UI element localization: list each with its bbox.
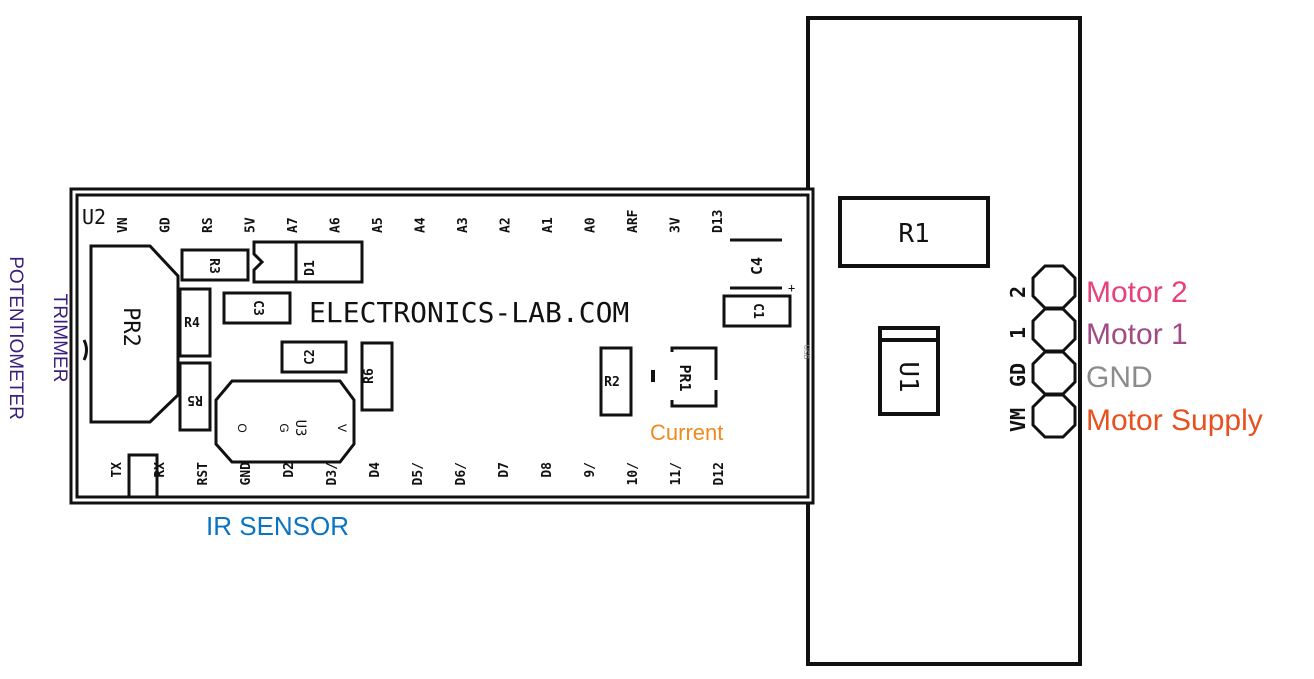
top-pin-label-5: A6 [329, 217, 344, 233]
top-pin-label-4: A7 [286, 217, 301, 233]
c2-footprint [280, 340, 348, 374]
tx-rx-pad [127, 453, 159, 499]
header-pad-motor1 [1031, 307, 1077, 353]
c4-label: C4 [748, 257, 766, 275]
top-pin-label-0: VN [116, 217, 131, 233]
u3-footprint [214, 379, 356, 464]
r1-footprint [838, 196, 990, 268]
bottom-pin-label-10: D8 [540, 462, 555, 478]
r5-footprint [178, 361, 212, 432]
bottom-pin-label-4: D2 [282, 462, 297, 478]
c3-label: C3 [250, 300, 265, 316]
top-pin-label-8: A3 [456, 217, 471, 233]
pr2-label: PR2 [118, 307, 143, 347]
bottom-pin-label-12: 10/ [626, 462, 641, 486]
header-pad-gnd [1031, 350, 1077, 396]
top-pin-label-7: A4 [414, 217, 429, 233]
d1-label: D1 [303, 260, 318, 276]
u3-label: U3 [292, 420, 308, 437]
bottom-pin-label-1: RX [153, 462, 168, 478]
r5-label: R5 [187, 392, 203, 407]
header-pin-1-label: 1 [1006, 327, 1030, 339]
u3-pin-o: O [235, 423, 249, 432]
c4-plus-sign: + [788, 281, 795, 295]
r4-label: R4 [184, 316, 200, 331]
module-outline [806, 16, 1082, 666]
board-inner-outline [75, 193, 810, 499]
motor2-label: Motor 2 [1086, 276, 1188, 309]
r6-label: R6 [362, 368, 377, 384]
r3-label: R3 [206, 258, 221, 274]
top-pin-label-6: A5 [371, 217, 386, 233]
header-pin-vm-label: VM [1006, 408, 1030, 432]
top-pin-label-3: 5V [244, 217, 259, 233]
top-pin-label-12: ARF [626, 209, 641, 233]
bottom-pin-label-3: GND [239, 462, 254, 486]
r2-footprint [599, 346, 633, 417]
pr2-footprint [89, 244, 180, 424]
d1-footprint [252, 240, 364, 284]
top-pin-label-13: 3V [669, 217, 684, 233]
bottom-pin-label-13: 11/ [669, 462, 684, 486]
top-pin-label-10: A1 [541, 217, 556, 233]
header-pin-2-label: 2 [1006, 286, 1030, 298]
header-pad-motor2 [1031, 264, 1077, 310]
u1-label: U1 [893, 361, 923, 392]
r3-footprint [180, 248, 250, 282]
motor1-label: Motor 1 [1086, 318, 1188, 351]
trimmer-label-line1: TRIMMER [49, 294, 70, 383]
r4-footprint [178, 287, 212, 358]
u3-pin-g: G [277, 423, 291, 432]
header-pad-vm [1031, 393, 1077, 439]
c2-label: C2 [303, 349, 318, 365]
bottom-pin-label-2: RST [196, 462, 211, 486]
top-pin-label-9: A2 [499, 217, 514, 233]
pr2-notch [82, 339, 88, 361]
top-pin-labels: VN GD RS 5V A7 A6 A5 A4 A3 A2 A1 A0 ARF 3V D13 [116, 209, 726, 233]
motor-supply-label: Motor Supply [1086, 404, 1263, 437]
bottom-pin-label-11: 9/ [583, 462, 598, 478]
r6-footprint [360, 341, 394, 412]
pr1-label: PR1 [676, 364, 694, 391]
top-pin-label-2: RS [201, 217, 216, 233]
top-pin-label-14: D13 [711, 210, 726, 233]
c1-footprint [722, 294, 792, 328]
r1-label: R1 [898, 219, 929, 249]
bottom-pin-label-9: D7 [497, 462, 512, 478]
u3-pin-v: V [335, 424, 349, 432]
board-designator: U2 [82, 205, 106, 229]
gnd-label: GND [1086, 361, 1153, 394]
bottom-pin-label-8: D6/ [454, 462, 469, 486]
top-pin-label-1: GD [159, 217, 174, 233]
bottom-pin-label-6: D4 [368, 462, 383, 478]
bottom-pin-label-0: TX [110, 462, 125, 478]
ir-sensor-label: IR SENSOR [206, 511, 349, 541]
board-outer-outline [69, 187, 815, 505]
bottom-pin-labels: TX RX RST GND D2 D3/D4 D5/D6/D7 D8 9/10/11/D12 [110, 462, 727, 486]
pr1-footprint [670, 346, 718, 408]
header-pin-gd-label: GD [1006, 363, 1030, 387]
bottom-pin-label-7: D5/ [411, 462, 426, 486]
c1-label: C1 [750, 303, 765, 319]
motor-header [1031, 264, 1077, 439]
top-pin-label-11: A0 [584, 217, 599, 233]
usb-label: USB [802, 345, 809, 360]
r2-label: R2 [604, 375, 620, 390]
trimmer-label-line2: POTENTIOMETER [5, 256, 26, 420]
bottom-pin-label-5: D3/ [325, 462, 340, 486]
current-label: Current [650, 420, 723, 445]
board-watermark: ELECTRONICS-LAB.COM [309, 296, 629, 329]
u1-footprint [878, 326, 940, 416]
c3-footprint [222, 291, 292, 325]
bottom-pin-label-14: D12 [712, 462, 727, 485]
